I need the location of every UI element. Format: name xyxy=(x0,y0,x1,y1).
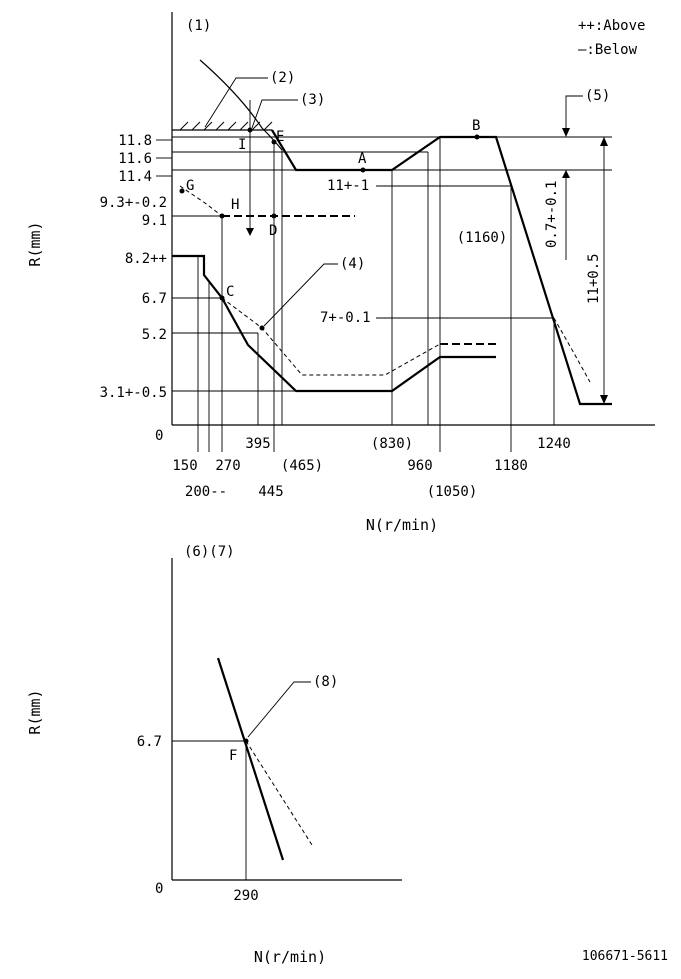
point-label-g: G xyxy=(186,178,194,194)
main-characteristic-line xyxy=(172,254,496,393)
y-tick-9-1: 9.1 xyxy=(142,213,167,229)
point-label-e: E xyxy=(276,129,284,145)
callout-3: (3) xyxy=(300,92,325,108)
callout-5: (5) xyxy=(585,88,610,104)
bottom-dashed-line xyxy=(245,740,313,846)
dashed-g-curve xyxy=(179,185,223,217)
y-tick-9-3: 9.3+-0.2 xyxy=(100,195,167,211)
x-tick-830: (830) xyxy=(371,436,413,452)
annotation-gap: 0.7+-0.1 xyxy=(544,181,560,248)
bottom-solid-line xyxy=(216,657,285,861)
callout-8-leader xyxy=(247,681,311,738)
bottom-x-axis-label: N(r/min) xyxy=(254,948,326,966)
stop-hatch xyxy=(179,121,273,131)
legend-below: —:Below xyxy=(578,42,638,58)
x-tick-960: 960 xyxy=(407,458,432,474)
callout-2-leader xyxy=(204,77,268,128)
x-tick-445: 445 xyxy=(258,484,283,500)
point-label-h: H xyxy=(231,197,239,213)
annotation-b-speed: (1160) xyxy=(457,230,508,246)
callout-8: (8) xyxy=(313,674,338,690)
y-tick-5-2: 5.2 xyxy=(142,327,167,343)
point-label-i: I xyxy=(238,137,246,153)
y-tick-11-4: 11.4 xyxy=(118,169,152,185)
x-tick-1180: 1180 xyxy=(494,458,528,474)
y-tick-8-2: 8.2++ xyxy=(125,251,167,267)
point-markers xyxy=(179,127,480,331)
bottom-x-tick-290: 290 xyxy=(233,888,258,904)
arrow-250 xyxy=(246,228,254,236)
x-tick-200: 200-- xyxy=(185,484,227,500)
x-tick-270: 270 xyxy=(215,458,240,474)
panel-label-1: (1) xyxy=(186,18,211,34)
dashed-droop xyxy=(553,317,591,383)
range-arrow-bottom xyxy=(600,395,608,404)
x-tick-1240: 1240 xyxy=(537,436,571,452)
top-y-axis-label: R(mm) xyxy=(26,221,44,266)
bottom-origin-label: 0 xyxy=(155,881,163,897)
callout-4-leader xyxy=(263,263,338,327)
gap-arrow-up xyxy=(562,170,570,178)
callout-5-arrow-down xyxy=(562,128,570,137)
point-label-f: F xyxy=(229,748,237,764)
x-tick-395: 395 xyxy=(245,436,270,452)
callout-2: (2) xyxy=(270,70,295,86)
y-tick-3-1: 3.1+-0.5 xyxy=(100,385,167,401)
y-tick-6-7: 6.7 xyxy=(142,291,167,307)
x-tick-465: (465) xyxy=(281,458,323,474)
y-tick-11-8: 11.8 xyxy=(118,133,152,149)
range-arrow-top xyxy=(600,137,608,146)
point-label-b: B xyxy=(472,118,480,134)
panel-labels-6-7: (6)(7) xyxy=(184,544,235,560)
bottom-chart: (6)(7) 0 R(mm) N(r/min) 6.7 290 F (8) xyxy=(26,544,402,966)
x-tick-150: 150 xyxy=(172,458,197,474)
annotation-a-value: 11+-1 xyxy=(327,178,369,194)
annotation-droop: 7+-0.1 xyxy=(320,310,371,326)
top-x-axis-label: N(r/min) xyxy=(366,516,438,534)
point-label-a: A xyxy=(358,151,367,167)
callout-4: (4) xyxy=(340,256,365,272)
callout-3-leader xyxy=(251,99,298,129)
upper-characteristic-line xyxy=(271,129,612,406)
point-f-marker xyxy=(243,738,249,744)
drawing-number: 106671-5611 xyxy=(582,949,668,964)
x-tick-1050: (1050) xyxy=(427,484,478,500)
y-tick-11-6: 11.6 xyxy=(118,151,152,167)
callout-5-leader xyxy=(565,95,583,134)
top-origin-label: 0 xyxy=(155,428,163,444)
bottom-y-tick-6-7: 6.7 xyxy=(137,734,162,750)
legend-above: ++:Above xyxy=(578,18,645,34)
top-chart: (1) 0 R(mm) N(r/min) 11.8 11.6 11.4 9.3+… xyxy=(26,12,655,534)
bottom-y-axis-label: R(mm) xyxy=(26,689,44,734)
annotation-range: 11+0.5 xyxy=(586,253,602,304)
point-label-d: D xyxy=(269,223,277,239)
point-label-c: C xyxy=(226,284,234,300)
